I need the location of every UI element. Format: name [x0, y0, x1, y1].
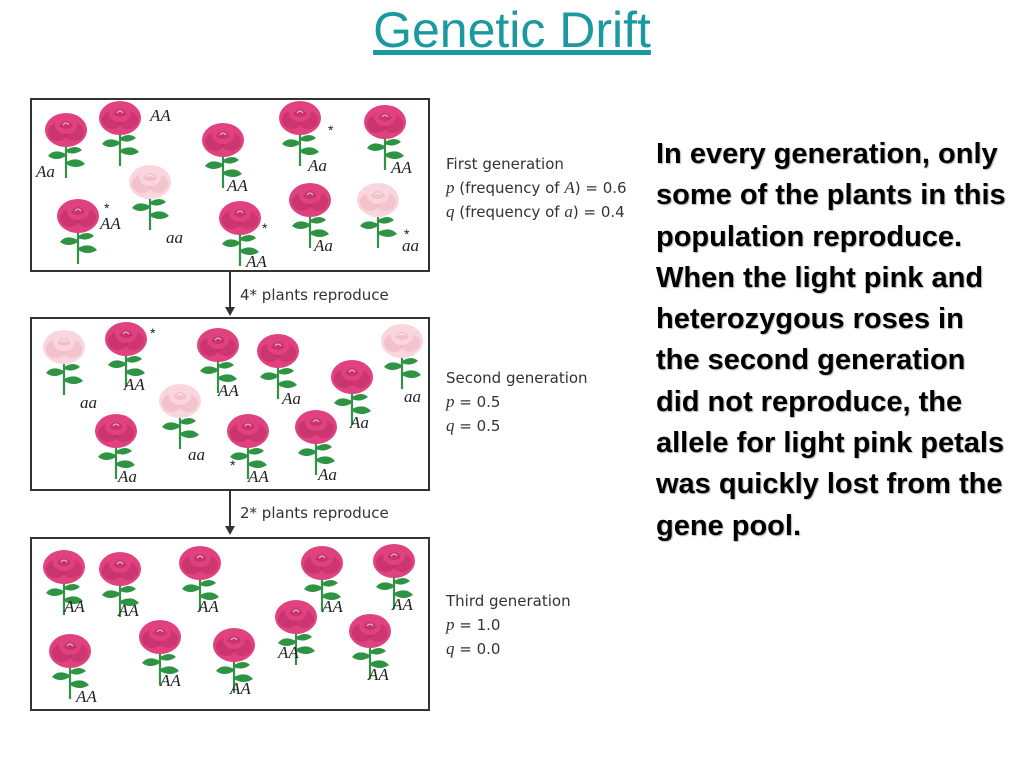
genotype-label: AA: [322, 597, 343, 616]
rose-icon: [92, 100, 148, 168]
genotype-label: Aa: [314, 236, 333, 255]
genotype-label: AA: [230, 679, 251, 698]
rose-icon: [88, 411, 144, 481]
rose-icon: [350, 180, 406, 250]
rose-icon: [36, 547, 92, 617]
rose-icon: [357, 102, 413, 172]
asterisk-marker: *: [328, 122, 334, 138]
rose-icon: [38, 110, 94, 180]
genotype-label: AA: [392, 595, 413, 614]
first-generation-panel: AA Aa AA Aa AA AA aa AA Aa aa * * * *: [30, 98, 430, 272]
page-title: Genetic Drift: [373, 2, 651, 58]
rose-icon: [122, 162, 178, 232]
genotype-label: AA: [218, 381, 239, 400]
genotype-label: AA: [64, 597, 85, 616]
explanation-text: In every generation, only some of the pl…: [656, 138, 1006, 542]
rose-icon: [132, 617, 188, 687]
genotype-label: AA: [248, 467, 269, 486]
rose-icon: [190, 325, 246, 395]
asterisk-marker: *: [150, 325, 156, 341]
genotype-label: AA: [124, 375, 145, 394]
rose-icon: [272, 100, 328, 168]
generation-heading: Third generation: [446, 592, 571, 610]
genotype-label: aa: [404, 387, 421, 406]
rose-icon: [366, 541, 422, 611]
genotype-label: AA: [76, 687, 97, 706]
arrow-down-icon: [229, 491, 231, 527]
rose-icon: [342, 611, 398, 681]
genotype-label: Aa: [118, 467, 137, 486]
rose-icon: [98, 319, 154, 389]
rose-icon: [172, 543, 228, 613]
genotype-label: Aa: [282, 389, 301, 408]
p-frequency-line: p = 0.5: [446, 392, 501, 411]
rose-icon: [152, 381, 208, 451]
third-generation-panel: AA AA AA AA AA AA AA AA AA AA: [30, 537, 430, 711]
rose-icon: [212, 198, 268, 268]
asterisk-marker: *: [104, 200, 110, 216]
second-generation-panel: aa AA AA Aa aa aa Aa AA Aa Aa * *: [30, 317, 430, 491]
genotype-label: AA: [278, 643, 299, 662]
q-frequency-line: q = 0.0: [446, 639, 501, 658]
rose-icon: [50, 196, 106, 266]
rose-icon: [268, 597, 324, 667]
transition-label: 2* plants reproduce: [240, 504, 389, 522]
genotype-label: AA: [391, 158, 412, 177]
generation-heading: Second generation: [446, 369, 588, 387]
rose-icon: [324, 357, 380, 427]
arrow-head-icon: [225, 307, 235, 316]
genotype-label: Aa: [36, 162, 55, 181]
transition-label: 4* plants reproduce: [240, 286, 389, 304]
p-frequency-line: p (frequency of A) = 0.6: [446, 178, 627, 197]
rose-icon: [220, 411, 276, 481]
genotype-label: AA: [198, 597, 219, 616]
genotype-label: AA: [150, 106, 171, 125]
rose-icon: [250, 331, 306, 401]
third-generation-stats: Third generation p = 1.0 q = 0.0: [446, 589, 571, 661]
genotype-label: Aa: [318, 465, 337, 484]
arrow-head-icon: [225, 526, 235, 535]
genotype-label: Aa: [308, 156, 327, 175]
rose-icon: [206, 625, 262, 695]
rose-icon: [36, 327, 92, 397]
q-frequency-line: q = 0.5: [446, 416, 501, 435]
genotype-label: AA: [160, 671, 181, 690]
q-frequency-line: q (frequency of a) = 0.4: [446, 202, 625, 221]
asterisk-marker: *: [404, 226, 410, 242]
rose-icon: [282, 180, 338, 250]
rose-icon: [195, 120, 251, 190]
rose-icon: [374, 321, 428, 391]
rose-icon: [92, 549, 148, 619]
rose-icon: [294, 543, 350, 613]
p-frequency-line: p = 1.0: [446, 615, 501, 634]
genotype-label: aa: [166, 228, 183, 247]
genotype-label: aa: [402, 236, 419, 255]
genotype-label: Aa: [350, 413, 369, 432]
genotype-label: AA: [368, 665, 389, 684]
second-generation-stats: Second generation p = 0.5 q = 0.5: [446, 366, 588, 438]
first-generation-stats: First generation p (frequency of A) = 0.…: [446, 152, 627, 224]
generation-heading: First generation: [446, 155, 564, 173]
arrow-down-icon: [229, 272, 231, 308]
asterisk-marker: *: [230, 457, 236, 473]
rose-icon: [42, 631, 98, 701]
rose-icon: [288, 407, 344, 477]
genotype-label: aa: [80, 393, 97, 412]
genotype-label: AA: [246, 252, 267, 271]
genotype-label: AA: [100, 214, 121, 233]
genotype-label: aa: [188, 445, 205, 464]
genotype-label: AA: [227, 176, 248, 195]
genotype-label: AA: [118, 601, 139, 620]
asterisk-marker: *: [262, 220, 268, 236]
